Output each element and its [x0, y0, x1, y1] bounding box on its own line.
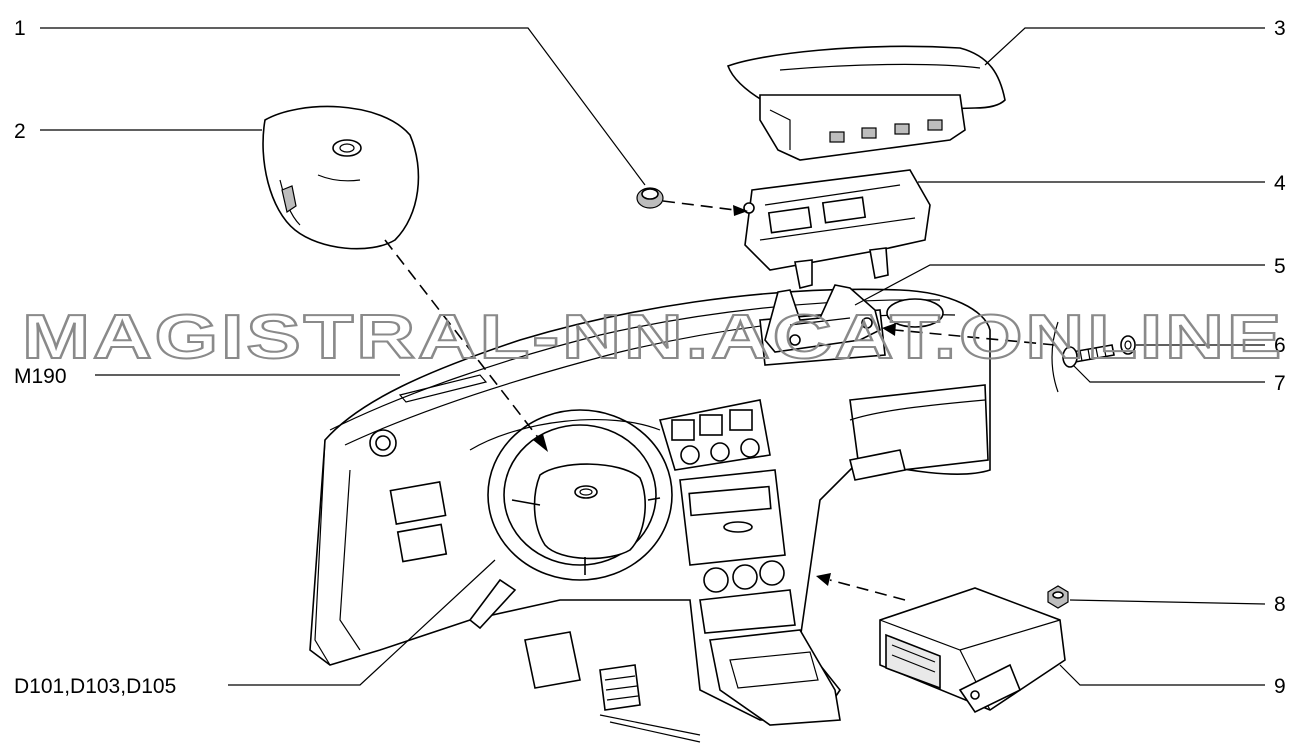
- callout-4: 4: [1274, 172, 1286, 195]
- callout-3: 3: [1274, 17, 1286, 40]
- watermark: MAGISTRAL-NN.ACAT.ONLINE: [22, 303, 1284, 372]
- leader-lines: [40, 27, 1266, 686]
- passenger-airbag-part: [726, 45, 1006, 161]
- callout-m190: M190: [14, 365, 67, 388]
- callout-d-codes: D101,D103,D105: [14, 675, 176, 698]
- control-unit-part: [879, 587, 1066, 714]
- bolt-washer-parts: [1051, 321, 1136, 393]
- callout-9: 9: [1274, 675, 1286, 698]
- callout-2: 2: [14, 120, 26, 143]
- driver-airbag-part: [262, 105, 420, 250]
- assembly-arrows: [384, 200, 1056, 601]
- lower-bracket-part: [764, 284, 881, 353]
- grommet-part: [636, 187, 664, 209]
- callout-6: 6: [1274, 334, 1286, 357]
- airbag-bracket-part: [743, 169, 931, 289]
- nut-part: [1047, 585, 1069, 609]
- callout-5: 5: [1274, 255, 1286, 278]
- callout-7: 7: [1274, 372, 1286, 395]
- callout-1: 1: [14, 17, 26, 40]
- callout-8: 8: [1274, 593, 1286, 616]
